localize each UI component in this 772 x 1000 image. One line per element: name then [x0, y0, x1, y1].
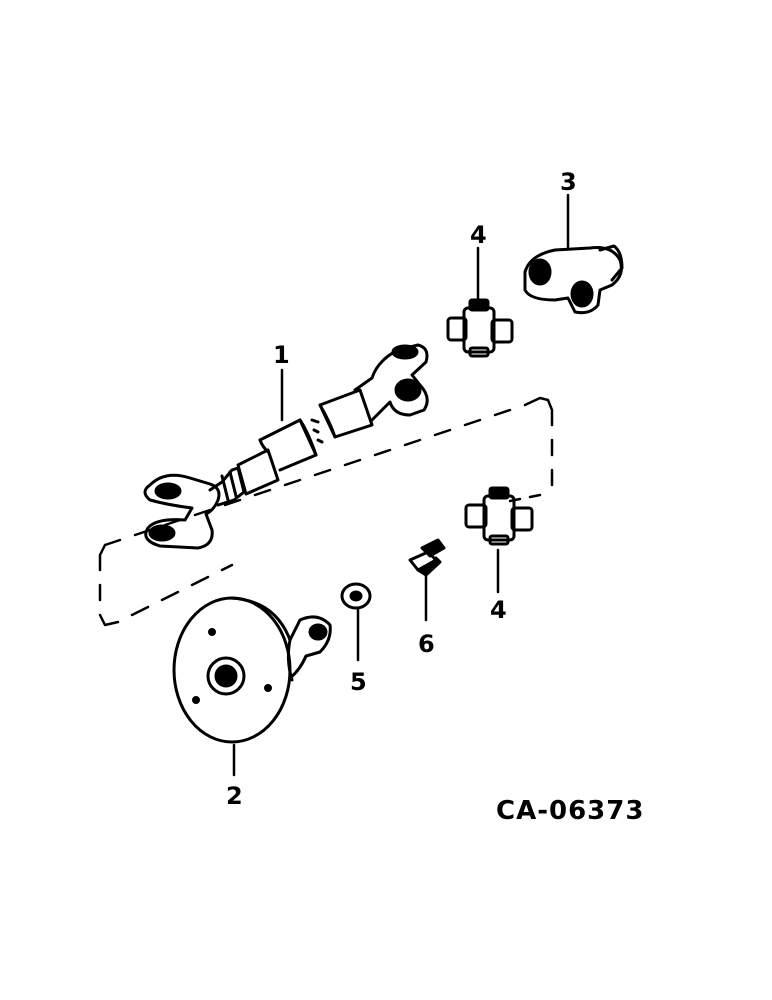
callout-2: 2: [226, 782, 243, 810]
leader-lines: [232, 193, 570, 777]
assembly-outline: [98, 396, 554, 627]
callout-4-lower: 4: [490, 596, 507, 624]
callout-5: 5: [350, 668, 367, 696]
callout-4-upper: 4: [470, 221, 487, 249]
universal-joint-cross-upper: [446, 298, 514, 358]
callout-1: 1: [273, 341, 290, 369]
callout-3: 3: [560, 168, 577, 196]
shaft-right-yoke: [353, 343, 429, 422]
end-yoke: [523, 244, 624, 315]
callout-6: 6: [418, 630, 435, 658]
drive-shaft: [143, 343, 429, 550]
washer: [340, 582, 372, 610]
figure-code: CA-06373: [496, 796, 645, 826]
universal-joint-cross-lower: [464, 486, 534, 546]
cap-screw: [408, 538, 446, 577]
flange-yoke: [172, 596, 332, 744]
